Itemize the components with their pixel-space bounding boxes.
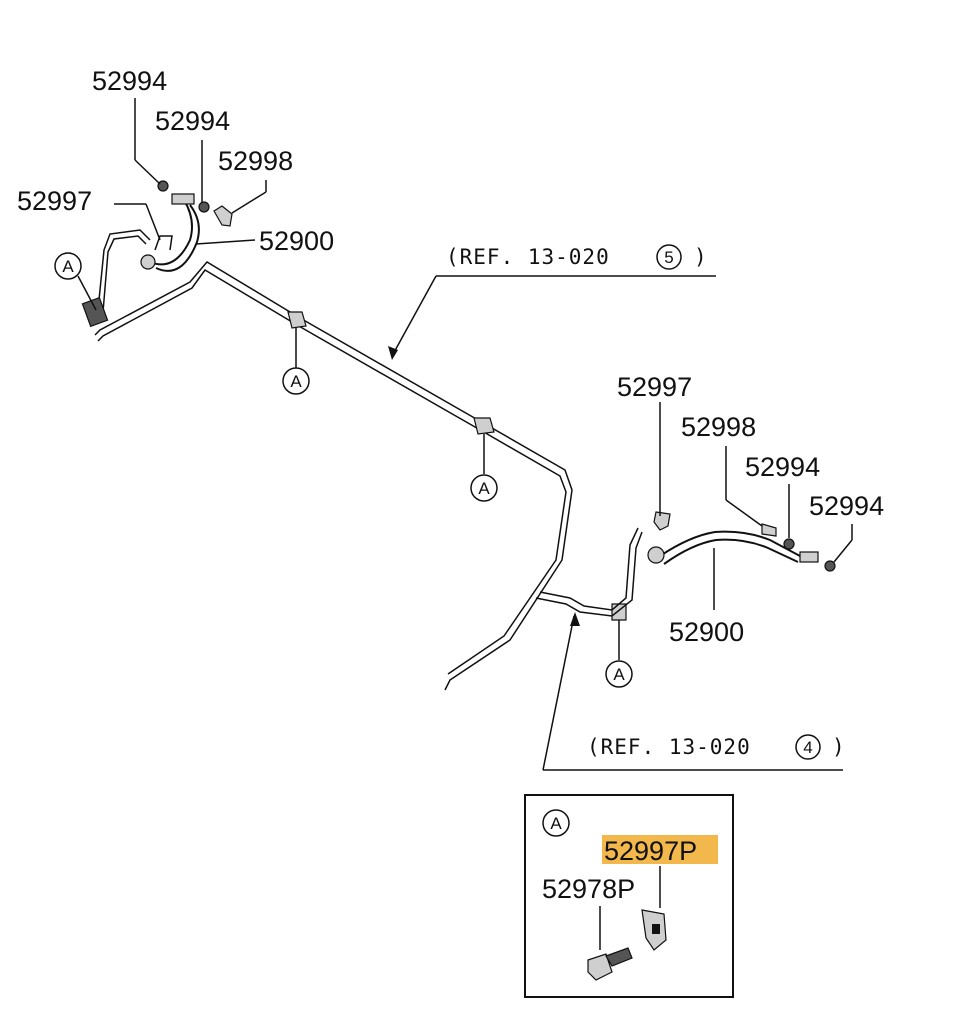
bolt-52998: [213, 205, 233, 227]
label-52998-right: 52998: [681, 412, 756, 442]
label-52994-upper-1: 52994: [92, 66, 167, 96]
ref-num-top: 5: [664, 248, 673, 267]
inset-callout-letter: A: [550, 814, 562, 833]
highlight-52997P: [602, 835, 718, 864]
banjo-fitting-right: [799, 551, 819, 563]
washer-52994-b: [198, 201, 210, 213]
bolt-52978P-shaft: [605, 947, 633, 967]
svg-text:A: A: [62, 257, 74, 276]
ref-num-bottom: 4: [803, 738, 812, 757]
main-brake-pipe: [94, 261, 573, 691]
upper-left-leaders: [114, 98, 267, 245]
clip-mount-3: [611, 603, 627, 660]
label-52994-right-2: 52994: [809, 491, 884, 521]
ref-close-bottom: ): [832, 735, 846, 759]
banjo-fitting: [171, 193, 195, 205]
label-52997-right: 52997: [617, 372, 692, 402]
svg-text:A: A: [478, 479, 490, 498]
callout-a-4: A: [605, 660, 633, 688]
lower-right-pipe: [535, 527, 643, 617]
clip-mount-1: [287, 311, 307, 368]
hose-end: [140, 254, 156, 270]
ref-text-bottom: (REF. 13-020: [587, 735, 751, 759]
svg-text:A: A: [613, 665, 625, 684]
hose-end-right: [647, 546, 665, 564]
label-52900-right: 52900: [669, 617, 744, 647]
washer-52994: [157, 180, 169, 192]
label-52900-upper: 52900: [259, 226, 334, 256]
bolt-52978P-head: [587, 953, 613, 981]
lower-right-leaders: [659, 402, 853, 610]
lower-right-hose-assembly: [647, 511, 836, 572]
clip-mount-2: [473, 417, 495, 474]
upper-left-hose-assembly: [81, 180, 233, 328]
callout-a-1: A: [54, 252, 97, 311]
label-52994-right-1: 52994: [745, 452, 820, 482]
inset-detail-a: A 52997P 52978P: [524, 794, 734, 998]
svg-text:A: A: [290, 372, 302, 391]
label-52997P[interactable]: 52997P: [604, 836, 697, 866]
washer-52994-right-1: [783, 538, 795, 550]
clip-52997-right: [653, 511, 671, 531]
ref-circle-top: [656, 244, 682, 270]
ref-circle-bottom: [795, 734, 821, 760]
flexible-hose: [149, 199, 193, 266]
label-52998-upper: 52998: [218, 146, 293, 176]
clip-52997-part: [154, 235, 173, 251]
label-52994-upper-2: 52994: [155, 106, 230, 136]
clip-hole: [652, 924, 660, 934]
callout-a-3: A: [470, 474, 498, 502]
ref-callout-bottom: (REF. 13-020 4 ): [542, 612, 846, 771]
ref-close-top: ): [694, 245, 708, 269]
ref-callout-top: (REF. 13-020 5 ): [388, 244, 716, 360]
ref-text-top: (REF. 13-020: [446, 245, 610, 269]
label-52997-upper: 52997: [17, 186, 92, 216]
label-52978P[interactable]: 52978P: [542, 874, 635, 904]
washer-52994-right-2: [824, 560, 836, 572]
callout-a-2: A: [282, 367, 310, 395]
bolt-52998-right: [761, 523, 777, 537]
